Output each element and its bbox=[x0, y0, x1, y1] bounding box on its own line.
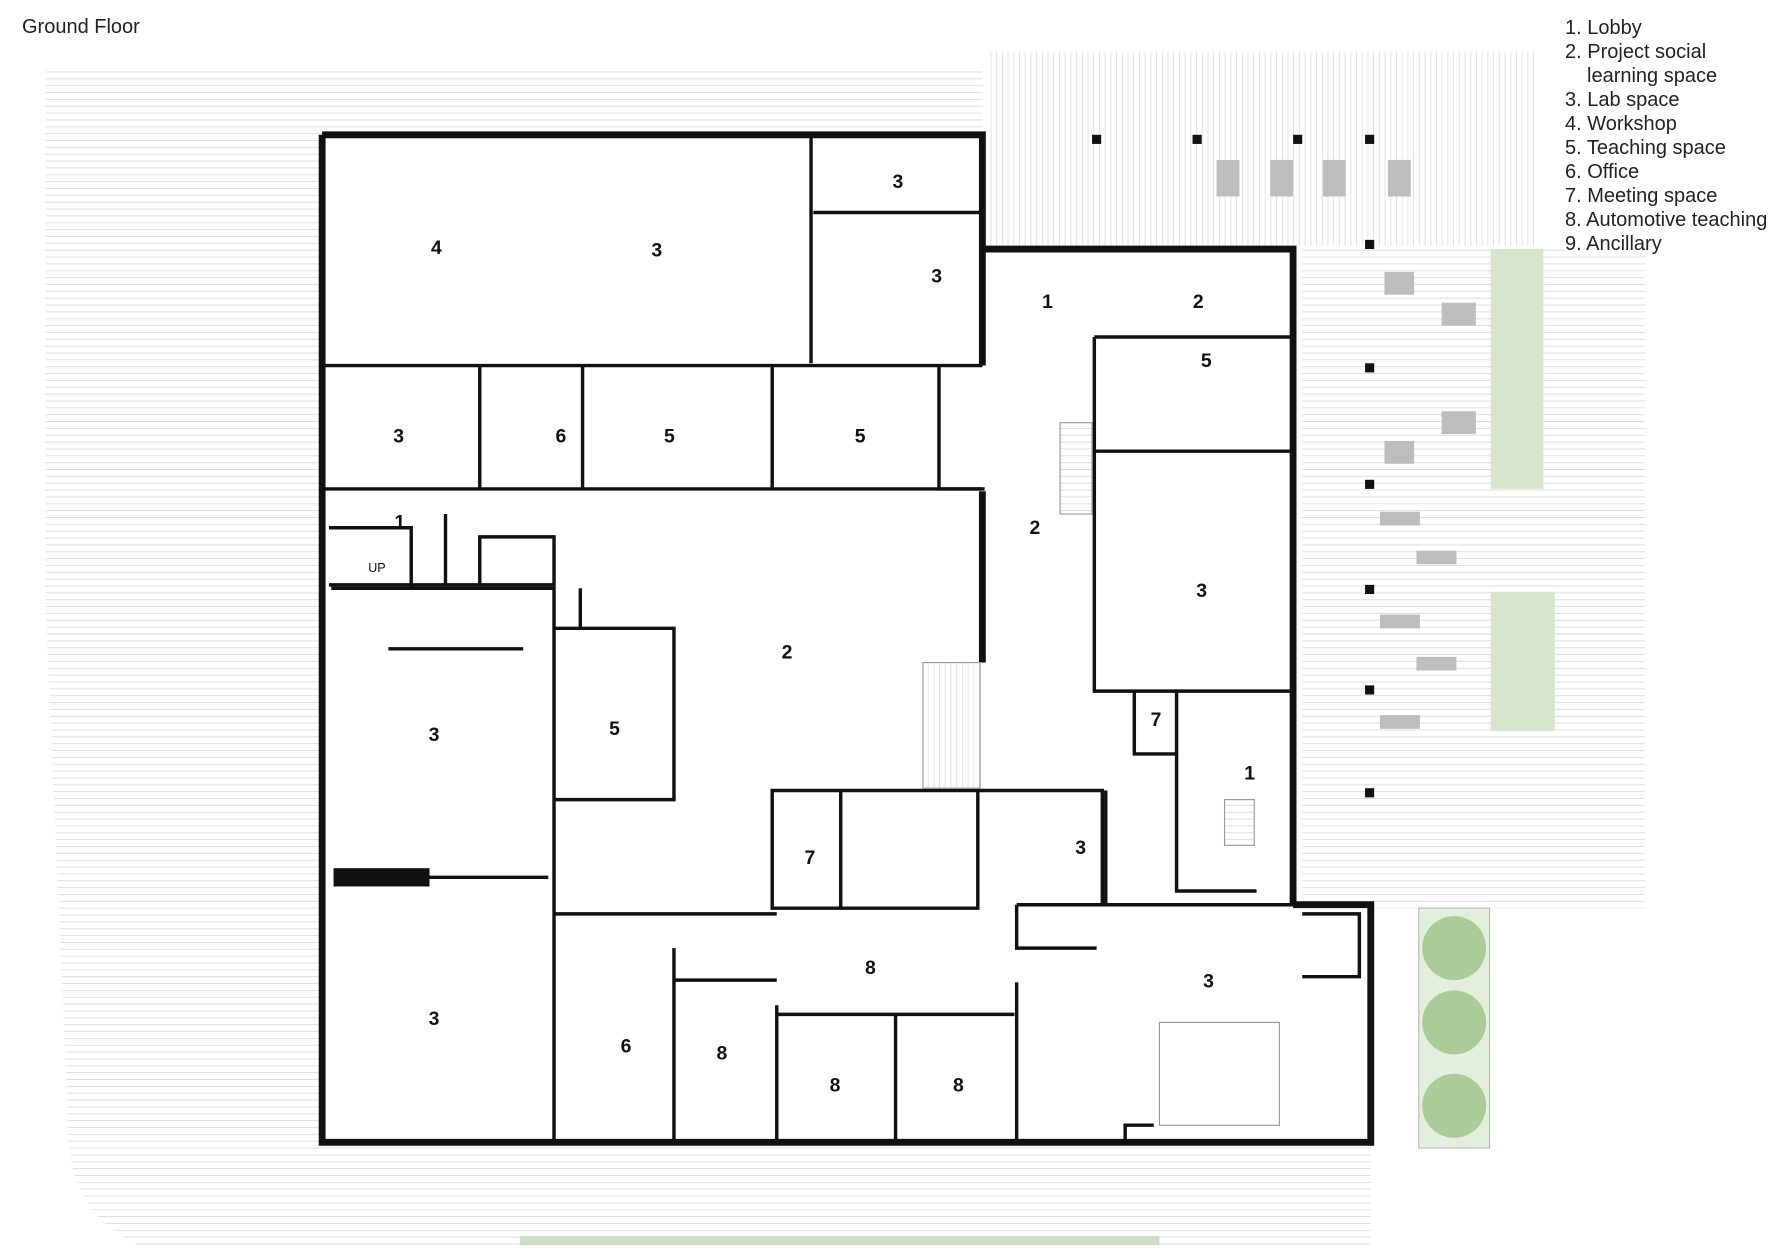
room-label: 5 bbox=[855, 426, 866, 448]
legend-item-lab: 3. Lab space bbox=[1565, 89, 1680, 111]
room-labels: 4 3 3 3 1 2 5 3 6 5 5 1 2 2 3 3 5 7 1 7 3 8 3 3 6 8 8 8 bbox=[393, 171, 1255, 1097]
room-label: 5 bbox=[1201, 350, 1212, 372]
room-label: 7 bbox=[1151, 709, 1162, 731]
legend: 1. Lobby 2. Project social learning spac… bbox=[1565, 16, 1772, 256]
room-label: 3 bbox=[393, 426, 404, 448]
legend-item-office: 6. Office bbox=[1565, 161, 1640, 183]
room-label: 8 bbox=[953, 1074, 964, 1096]
room-label: 1 bbox=[394, 511, 405, 533]
legend-item-ancillary: 9. Ancillary bbox=[1565, 233, 1662, 255]
plan-title: Ground Floor bbox=[22, 16, 140, 39]
tree-icon bbox=[1422, 990, 1487, 1055]
room-label: 1 bbox=[1042, 291, 1053, 313]
room-label: 3 bbox=[931, 266, 942, 288]
room-label: 5 bbox=[664, 426, 675, 448]
legend-item-meeting: 7. Meeting space bbox=[1565, 185, 1718, 207]
green-bed bbox=[1490, 591, 1555, 732]
room-label: 5 bbox=[609, 718, 620, 740]
site-landscape bbox=[45, 51, 1645, 1246]
room-label: 2 bbox=[1030, 517, 1041, 539]
room-label: 6 bbox=[555, 426, 566, 448]
tree-icon bbox=[1422, 1073, 1487, 1138]
room-label: 3 bbox=[429, 1008, 440, 1030]
room-label: 2 bbox=[1193, 291, 1204, 313]
room-label: 6 bbox=[621, 1036, 632, 1058]
tree-icon bbox=[1422, 916, 1487, 981]
green-bed bbox=[1490, 249, 1544, 489]
legend-item-project-social: 2. Project social bbox=[1565, 41, 1707, 63]
stair-up-label: UP bbox=[368, 561, 385, 575]
legend-item-automotive: 8. Automotive teaching bbox=[1565, 209, 1768, 231]
legend-item-workshop: 4. Workshop bbox=[1565, 113, 1677, 135]
room-label: 1 bbox=[1244, 763, 1255, 785]
room-label: 3 bbox=[1075, 837, 1086, 859]
room-label: 3 bbox=[1196, 580, 1207, 602]
room-label: 3 bbox=[1203, 971, 1214, 993]
legend-item-teaching: 5. Teaching space bbox=[1565, 137, 1726, 159]
legend-item-project-social-cont: learning space bbox=[1587, 65, 1718, 87]
walls bbox=[318, 131, 1375, 1146]
room-label: 7 bbox=[804, 847, 815, 869]
room-label: 8 bbox=[717, 1043, 728, 1065]
room-label: 3 bbox=[651, 239, 662, 261]
room-label: 3 bbox=[429, 724, 440, 746]
room-label: 8 bbox=[830, 1074, 841, 1096]
room-label: 8 bbox=[865, 957, 876, 979]
room-label: 3 bbox=[892, 171, 903, 193]
legend-item-lobby: 1. Lobby bbox=[1565, 17, 1642, 39]
room-label: 2 bbox=[782, 642, 793, 664]
room-label: 4 bbox=[431, 237, 442, 259]
